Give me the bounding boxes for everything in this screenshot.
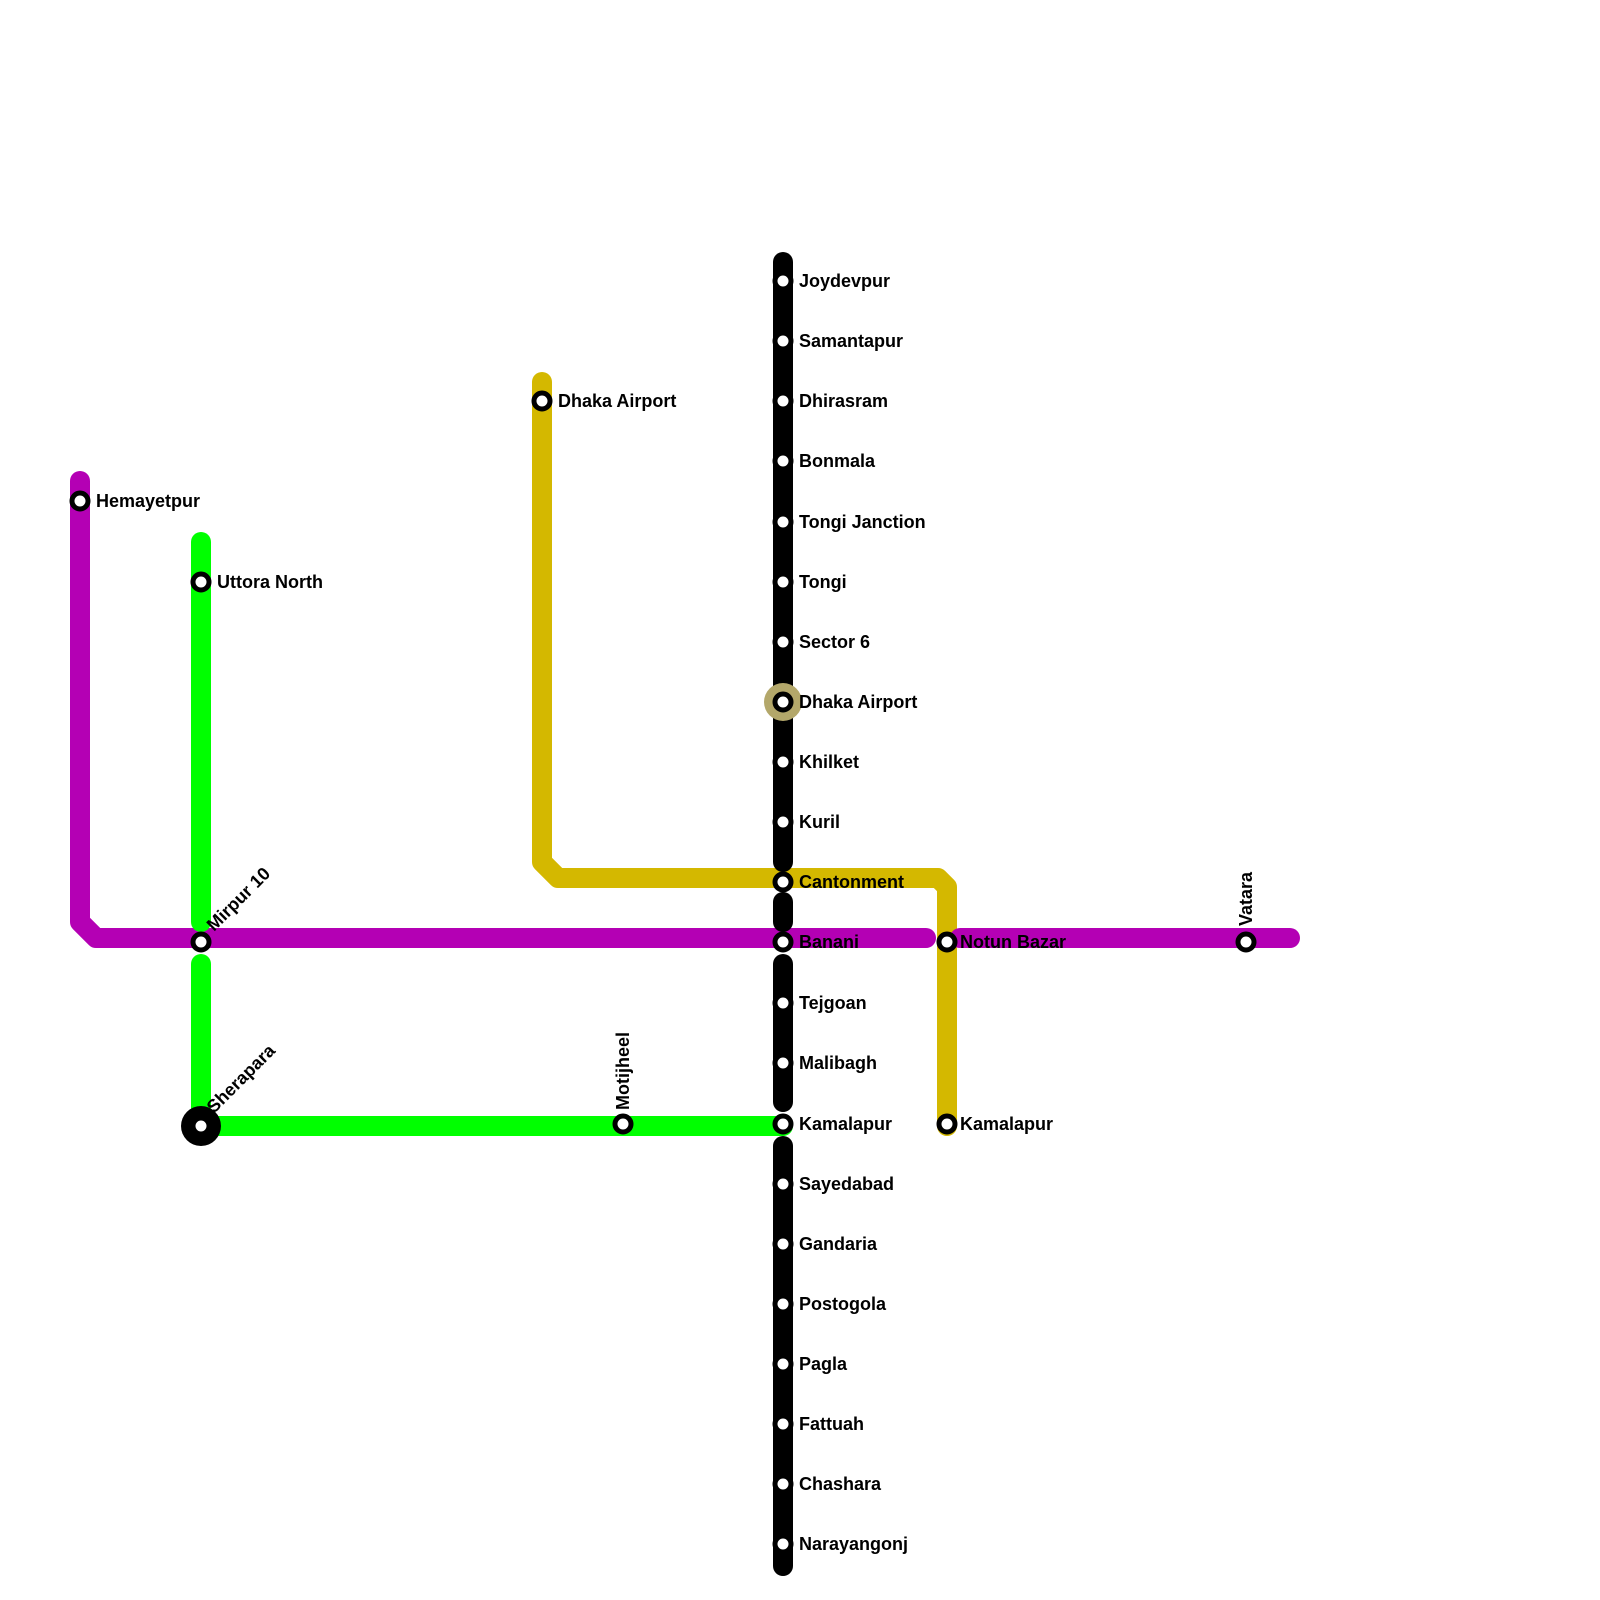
- label-kamalapur-black: Kamalapur: [799, 1114, 892, 1134]
- station-malibagh[interactable]: [772, 1052, 794, 1074]
- label-kuril: Kuril: [799, 812, 840, 832]
- label-banani: Banani: [799, 932, 859, 952]
- label-gandaria: Gandaria: [799, 1234, 878, 1254]
- station-kamalapur-black[interactable]: [772, 1113, 794, 1135]
- label-uttora-north: Uttora North: [217, 572, 323, 592]
- station-joydevpur[interactable]: [772, 270, 794, 292]
- label-tongi: Tongi: [799, 572, 847, 592]
- station-fattuah[interactable]: [772, 1413, 794, 1435]
- label-postogola: Postogola: [799, 1294, 887, 1314]
- purple-line-west: [70, 471, 936, 948]
- label-samantapur: Samantapur: [799, 331, 903, 351]
- label-hemayetpur: Hemayetpur: [96, 491, 200, 511]
- station-samantapur[interactable]: [772, 330, 794, 352]
- label-sector-6: Sector 6: [799, 632, 870, 652]
- yellow-line: [532, 372, 957, 1136]
- station-khilket[interactable]: [772, 751, 794, 773]
- station-narayangonj[interactable]: [772, 1533, 794, 1555]
- station-kuril[interactable]: [772, 811, 794, 833]
- station-uttora-north[interactable]: [190, 571, 212, 593]
- label-vatara: Vatara: [1236, 871, 1256, 926]
- station-tejgoan[interactable]: [772, 992, 794, 1014]
- label-mirpur-10: Mirpur 10: [203, 863, 274, 934]
- station-gandaria[interactable]: [772, 1233, 794, 1255]
- label-malibagh: Malibagh: [799, 1053, 877, 1073]
- station-hemayetpur[interactable]: [69, 490, 91, 512]
- label-kamalapur-yellow: Kamalapur: [960, 1114, 1053, 1134]
- label-khilket: Khilket: [799, 752, 859, 772]
- station-dhirasram[interactable]: [772, 390, 794, 412]
- label-dhaka-airport-yellow: Dhaka Airport: [558, 391, 676, 411]
- label-sayedabad: Sayedabad: [799, 1174, 894, 1194]
- station-sayedabad[interactable]: [772, 1173, 794, 1195]
- label-tejgoan: Tejgoan: [799, 993, 867, 1013]
- label-chashara: Chashara: [799, 1474, 882, 1494]
- label-notun-bazar: Notun Bazar: [960, 932, 1066, 952]
- station-mirpur-10[interactable]: [190, 931, 212, 953]
- green-line-south: [191, 954, 793, 1136]
- station-kamalapur-yellow[interactable]: [936, 1113, 958, 1135]
- label-pagla: Pagla: [799, 1354, 848, 1374]
- station-pagla[interactable]: [772, 1353, 794, 1375]
- station-postogola[interactable]: [772, 1293, 794, 1315]
- label-sherapara: Sherapara: [203, 1040, 280, 1117]
- station-dhaka-airport-black[interactable]: [772, 691, 794, 713]
- label-cantonment: Cantonment: [799, 872, 904, 892]
- station-bonmala[interactable]: [772, 450, 794, 472]
- station-banani[interactable]: [772, 931, 794, 953]
- station-tongi[interactable]: [772, 571, 794, 593]
- station-motijheel[interactable]: [612, 1113, 634, 1135]
- station-chashara[interactable]: [772, 1473, 794, 1495]
- station-sherapara[interactable]: [190, 1115, 212, 1137]
- station-tongi-janction[interactable]: [772, 511, 794, 533]
- station-cantonment[interactable]: [772, 871, 794, 893]
- label-joydevpur: Joydevpur: [799, 271, 890, 291]
- label-motijheel: Motijheel: [613, 1032, 633, 1110]
- station-notun-bazar[interactable]: [936, 931, 958, 953]
- label-dhaka-airport-black: Dhaka Airport: [799, 692, 917, 712]
- label-fattuah: Fattuah: [799, 1414, 864, 1434]
- label-dhirasram: Dhirasram: [799, 391, 888, 411]
- label-narayangonj: Narayangonj: [799, 1534, 908, 1554]
- station-vatara[interactable]: [1235, 931, 1257, 953]
- label-bonmala: Bonmala: [799, 451, 876, 471]
- station-dhaka-airport-yellow[interactable]: [531, 390, 553, 412]
- label-tongi-janction: Tongi Janction: [799, 512, 926, 532]
- station-sector-6[interactable]: [772, 631, 794, 653]
